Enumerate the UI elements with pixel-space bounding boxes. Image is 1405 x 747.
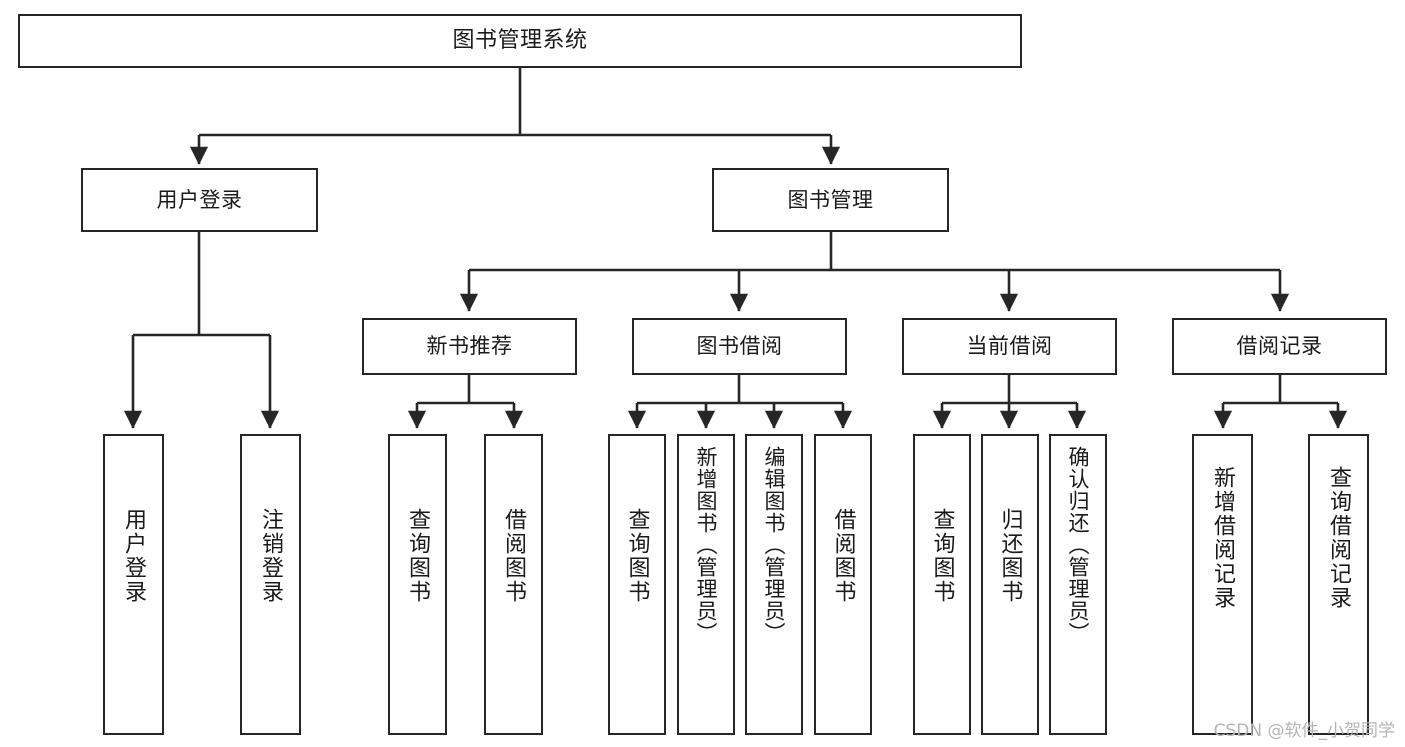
node-leaf-confirm-return-admin[interactable]: 确认归还（管理员） — [1049, 434, 1107, 735]
node-label: 查询图书 — [405, 508, 431, 604]
node-label: 注销登录 — [258, 508, 284, 604]
node-label: 查询借阅记录 — [1326, 466, 1352, 610]
node-leaf-query-book-borrow[interactable]: 查询图书 — [608, 434, 666, 735]
node-user-login[interactable]: 用户登录 — [81, 168, 318, 232]
node-leaf-add-book-admin[interactable]: 新增图书（管理员） — [677, 434, 735, 735]
node-label: 图书管理 — [787, 187, 874, 212]
node-label: 借阅记录 — [1236, 334, 1323, 359]
node-label: 当前借阅 — [966, 334, 1053, 359]
node-leaf-borrow-book-newbook[interactable]: 借阅图书 — [484, 434, 543, 735]
node-leaf-edit-book-admin[interactable]: 编辑图书（管理员） — [745, 434, 803, 735]
node-label: 确认归还（管理员） — [1066, 446, 1091, 644]
node-label: 归还图书 — [997, 508, 1023, 604]
node-root-system[interactable]: 图书管理系统 — [18, 14, 1022, 68]
node-new-book-recommendation[interactable]: 新书推荐 — [362, 318, 577, 375]
node-book-borrowing[interactable]: 图书借阅 — [632, 318, 847, 375]
node-label: 借阅图书 — [501, 508, 527, 604]
node-leaf-return-book[interactable]: 归还图书 — [981, 434, 1039, 735]
node-leaf-query-borrow-record[interactable]: 查询借阅记录 — [1308, 434, 1369, 735]
watermark: CSDN @软件_小贺同学 — [1213, 721, 1395, 741]
node-label: 编辑图书（管理员） — [762, 446, 787, 644]
node-label: 图书借阅 — [696, 334, 783, 359]
node-leaf-add-borrow-record[interactable]: 新增借阅记录 — [1192, 434, 1253, 735]
node-label: 用户登录 — [121, 508, 147, 604]
node-leaf-query-book-current[interactable]: 查询图书 — [913, 434, 971, 735]
node-leaf-borrow-book[interactable]: 借阅图书 — [814, 434, 872, 735]
node-label: 查询图书 — [929, 508, 955, 604]
node-label: 图书管理系统 — [452, 28, 588, 54]
node-label: 新增借阅记录 — [1210, 466, 1236, 610]
node-label: 新增图书（管理员） — [694, 446, 719, 644]
node-leaf-query-book-newbook[interactable]: 查询图书 — [388, 434, 447, 735]
node-current-borrowing[interactable]: 当前借阅 — [902, 318, 1117, 375]
node-book-management[interactable]: 图书管理 — [712, 168, 949, 232]
node-label: 借阅图书 — [830, 508, 856, 604]
node-label: 新书推荐 — [426, 334, 513, 359]
node-borrowing-records[interactable]: 借阅记录 — [1172, 318, 1387, 375]
node-leaf-logout[interactable]: 注销登录 — [240, 434, 301, 735]
node-label: 用户登录 — [156, 187, 243, 212]
node-label: 查询图书 — [624, 508, 650, 604]
node-leaf-user-login[interactable]: 用户登录 — [103, 434, 164, 735]
